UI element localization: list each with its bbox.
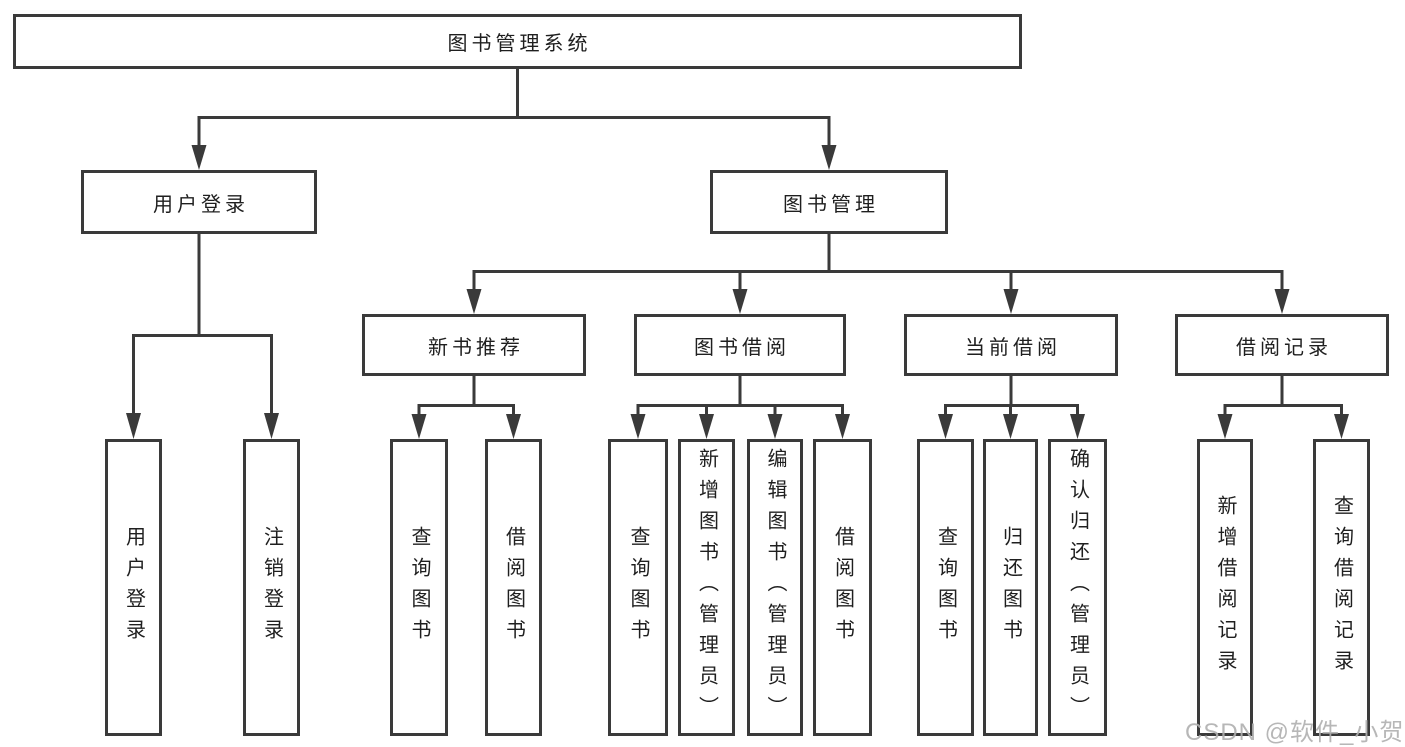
node-current-borrowing: 当前借阅 <box>904 314 1118 376</box>
leaf-query-books-current: 查询图书 <box>917 439 974 736</box>
leaf-edit-books-admin: 编辑图书（管理员） <box>747 439 803 736</box>
node-label: 编辑图书（管理员） <box>764 448 786 727</box>
node-book-borrowing: 图书借阅 <box>634 314 846 376</box>
node-label: 查询图书 <box>408 525 430 650</box>
node-user-login: 用户登录 <box>81 170 317 234</box>
node-label: 图书管理 <box>783 193 879 216</box>
node-label: 当前借阅 <box>965 336 1061 359</box>
node-label: 注销登录 <box>260 525 283 650</box>
node-label: 借阅图书 <box>831 525 854 650</box>
leaf-query-borrow-record: 查询借阅记录 <box>1313 439 1370 736</box>
node-label: 借阅图书 <box>502 525 525 650</box>
leaf-add-books-admin: 新增图书（管理员） <box>678 439 735 736</box>
node-label: 新增图书（管理员） <box>695 448 718 727</box>
leaf-return-books: 归还图书 <box>983 439 1038 736</box>
csdn-watermark: CSDN @软件_小贺同学 <box>1185 719 1405 746</box>
node-label: 查询借阅记录 <box>1330 494 1353 681</box>
node-label: 图书管理系统 <box>447 33 592 55</box>
node-library-management-system: 图书管理系统 <box>13 14 1022 69</box>
node-new-book-recommend: 新书推荐 <box>362 314 586 376</box>
leaf-query-books-recommend: 查询图书 <box>390 439 448 736</box>
node-borrowing-records: 借阅记录 <box>1175 314 1389 376</box>
node-label: 归还图书 <box>999 525 1022 650</box>
node-label: 查询图书 <box>627 525 649 650</box>
node-label: 用户登录 <box>153 193 249 216</box>
node-label: 查询图书 <box>934 525 957 650</box>
node-label: 借阅记录 <box>1236 336 1332 359</box>
leaf-borrow-books-recommend: 借阅图书 <box>485 439 542 736</box>
leaf-confirm-return-admin: 确认归还（管理员） <box>1048 439 1107 736</box>
leaf-logout: 注销登录 <box>243 439 300 736</box>
node-book-management: 图书管理 <box>710 170 948 234</box>
leaf-add-borrow-record: 新增借阅记录 <box>1197 439 1253 736</box>
leaf-borrow-books-borrowing: 借阅图书 <box>813 439 872 736</box>
node-label: 新增借阅记录 <box>1214 494 1236 681</box>
node-label: 图书借阅 <box>694 336 790 359</box>
node-label: 确认归还（管理员） <box>1066 448 1089 727</box>
node-label: 用户登录 <box>122 525 145 650</box>
leaf-query-books-borrowing: 查询图书 <box>608 439 668 736</box>
node-label: 新书推荐 <box>428 336 524 359</box>
leaf-user-login: 用户登录 <box>105 439 162 736</box>
